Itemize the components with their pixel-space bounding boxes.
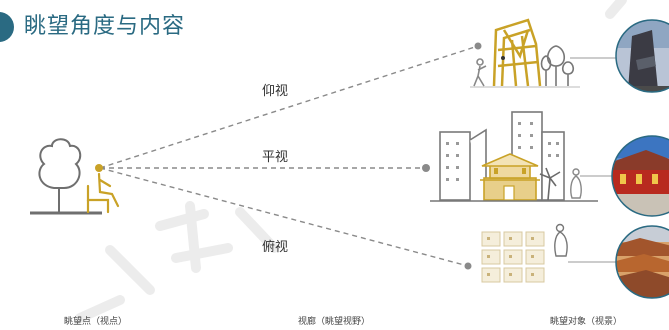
person-looking-down-icon — [554, 223, 568, 257]
label-look-down: 俯视 — [262, 240, 289, 255]
cctv-tower-icon — [492, 18, 542, 87]
sight-line-down — [99, 167, 469, 267]
courtyard-houses-icon — [481, 231, 545, 283]
tree-icon — [30, 138, 102, 215]
person-icon — [570, 168, 582, 199]
caption-viewpoint: 眺望点（视点） — [64, 317, 128, 327]
sight-line-up — [99, 45, 479, 169]
photo-cctv-ring — [615, 19, 669, 93]
photo-tiananmen-ring — [611, 135, 669, 217]
courtyard-marks — [487, 237, 534, 276]
end-dot-level — [422, 164, 430, 172]
sight-lines — [99, 45, 479, 267]
photo-rooftops-ring — [615, 225, 669, 299]
seated-person-icon — [86, 164, 120, 214]
gate-tower-icon — [480, 153, 540, 201]
palm-tree-icon — [539, 167, 561, 201]
page-title: 眺望角度与内容 — [24, 14, 186, 39]
sight-line-ends — [422, 42, 482, 270]
label-look-level: 平视 — [262, 150, 289, 165]
person-looking-up-icon — [473, 58, 487, 87]
end-dot-down — [464, 262, 472, 270]
photo-rooftops — [616, 226, 669, 298]
caption-corridor: 视廊（眺望视野） — [298, 317, 371, 327]
caption-object: 眺望对象（视景） — [550, 317, 623, 327]
cctv-point — [501, 56, 505, 60]
end-dot-up — [474, 42, 482, 50]
title-marker — [0, 12, 14, 42]
label-look-up: 仰视 — [262, 84, 289, 99]
skyline-windows — [446, 122, 559, 181]
small-trees-icon — [540, 45, 575, 86]
